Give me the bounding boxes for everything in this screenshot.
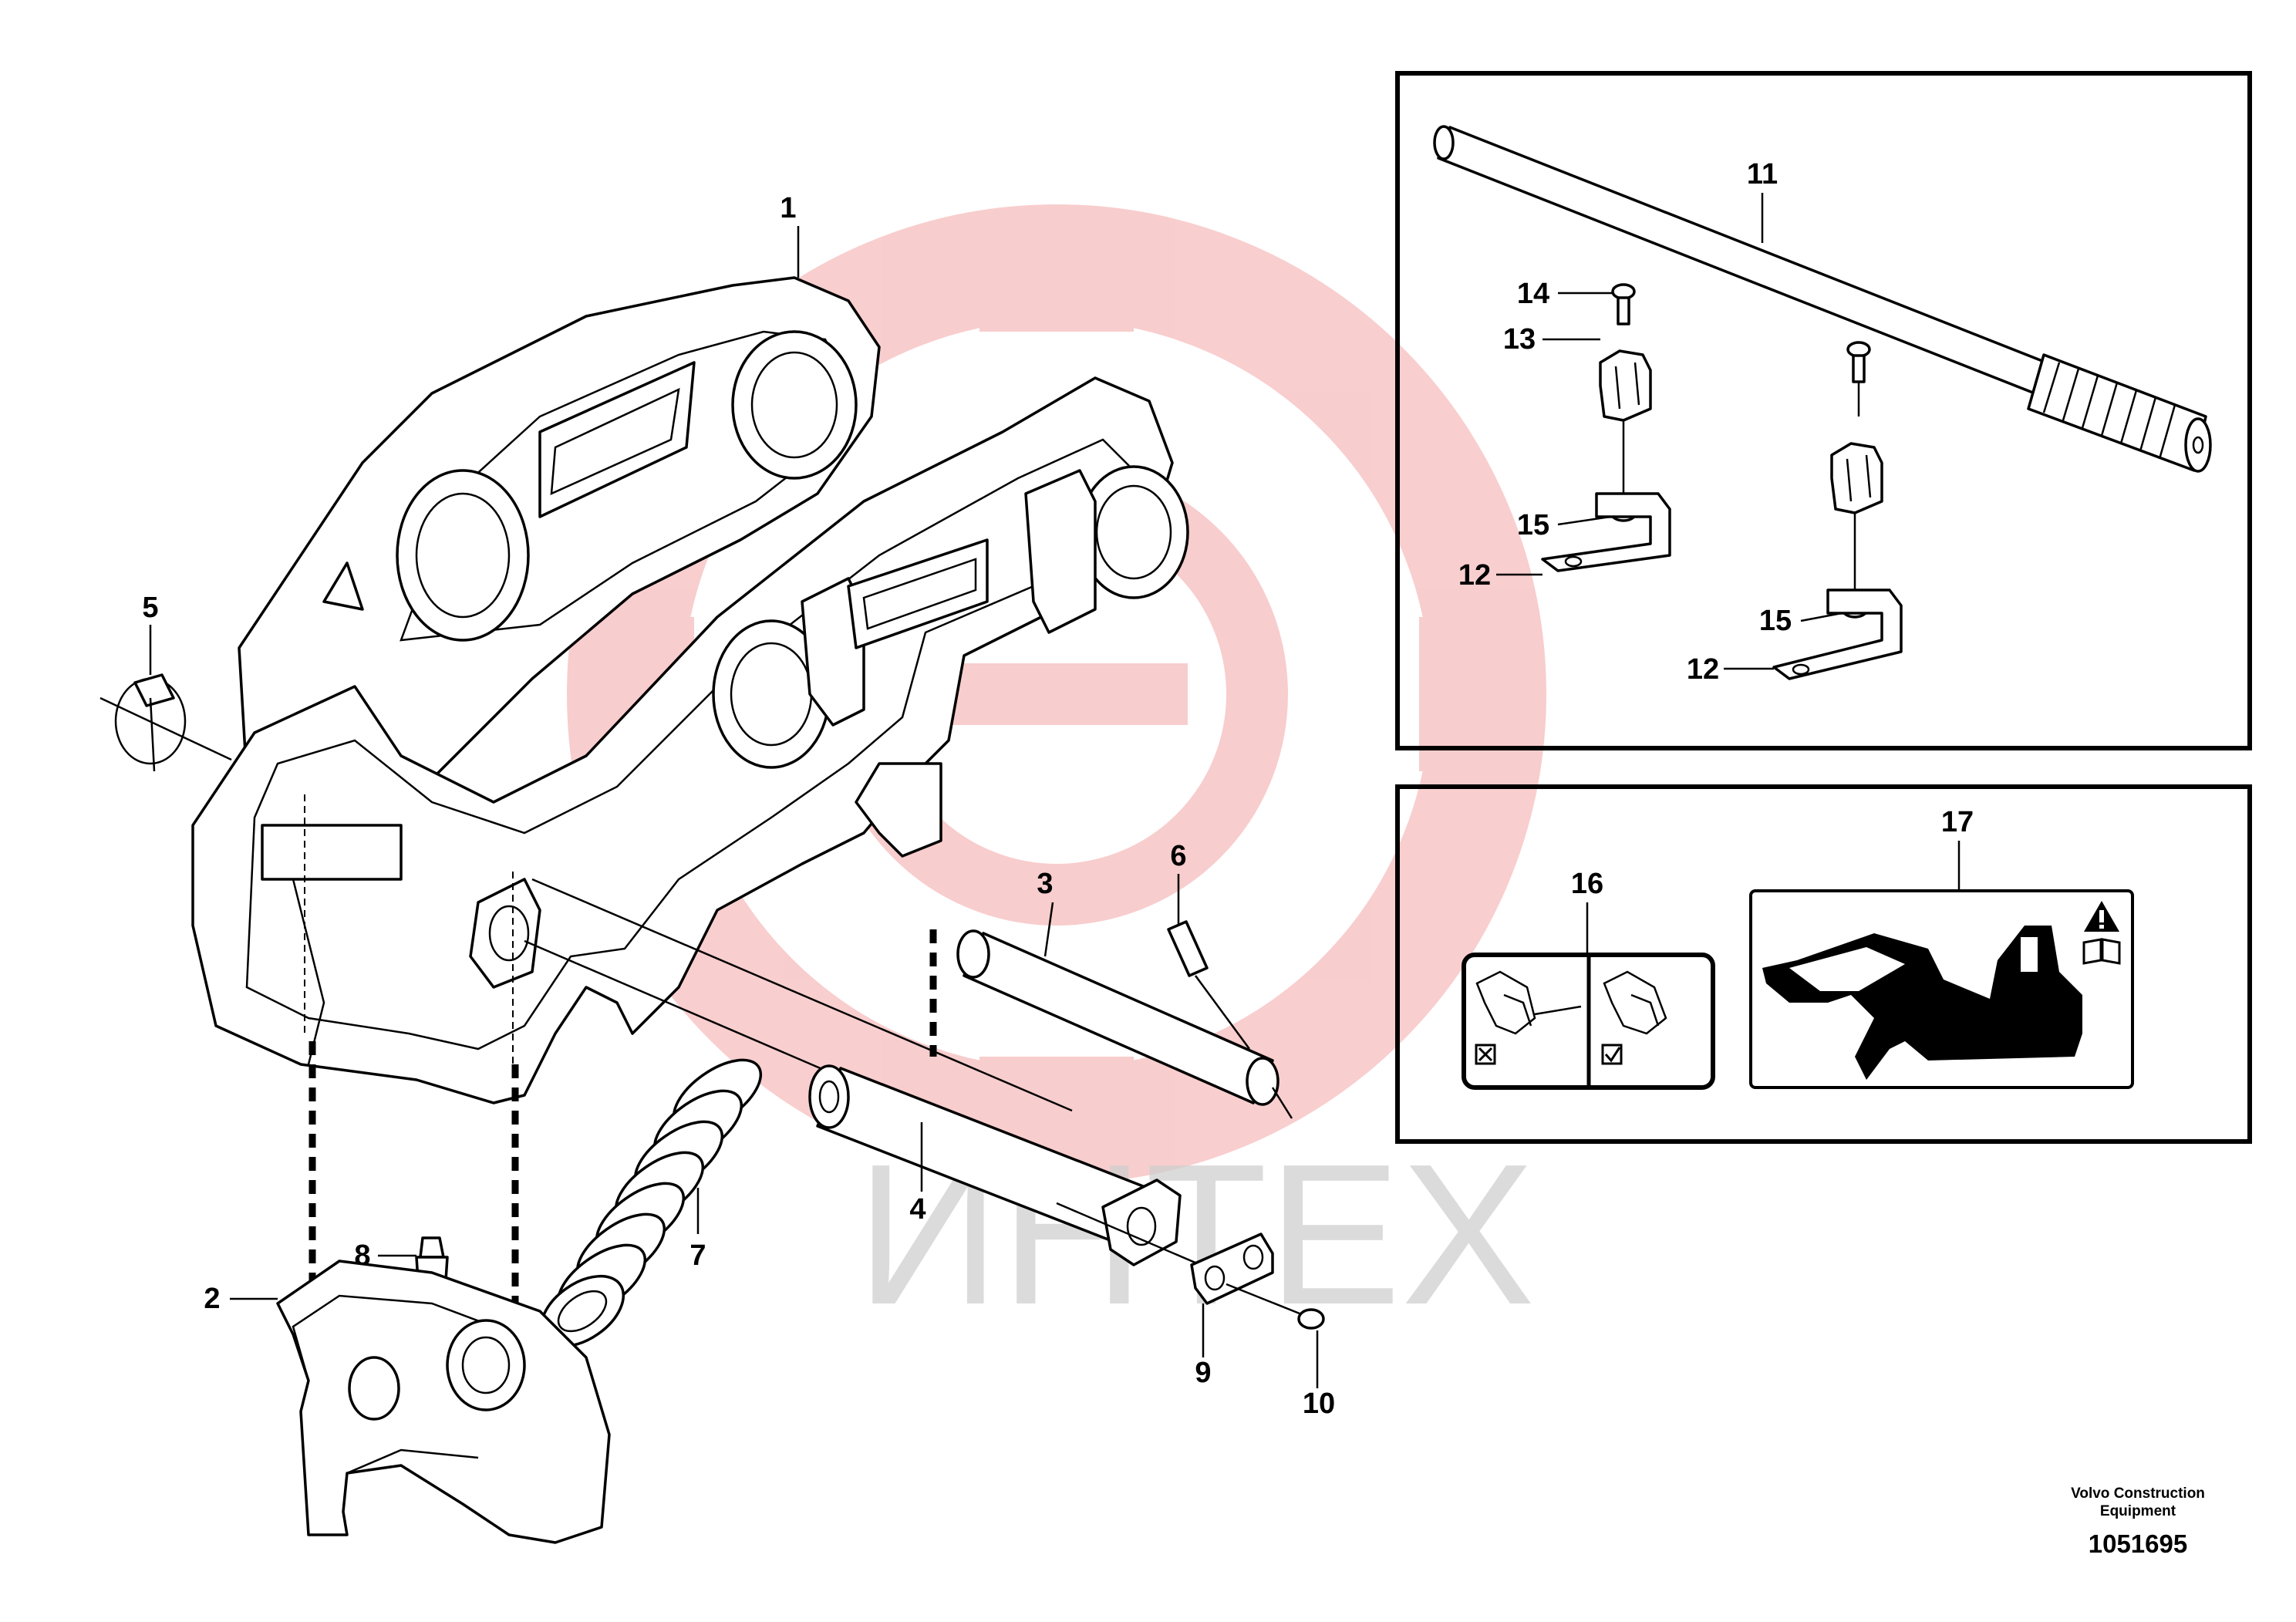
- callout-11: 11: [1747, 158, 1778, 191]
- callout-9: 9: [1195, 1357, 1211, 1389]
- axis-line-upper: [531, 878, 1073, 1112]
- pin-4: [808, 1064, 1219, 1274]
- spring-pin-6: [1167, 920, 1251, 1050]
- callout-7: 7: [689, 1239, 706, 1272]
- clip-13-b: [1830, 442, 1883, 590]
- manufacturer-line-1: Volvo Construction: [2071, 1485, 2205, 1502]
- bracket-12-b: [1772, 588, 1903, 680]
- spring-7: [539, 1058, 763, 1348]
- lynch-pin-5: [99, 673, 232, 772]
- leader-15a: [1557, 515, 1611, 526]
- warning-triangle-icon: [2084, 901, 2119, 932]
- axis-line-lower: [524, 939, 857, 1085]
- callout-15a: 15: [1517, 509, 1549, 541]
- coupler-unlocked-icon: [1475, 970, 1582, 1065]
- drawing-number: 1051695: [2088, 1529, 2188, 1558]
- callout-3: 3: [1037, 868, 1053, 900]
- callout-16: 16: [1571, 868, 1603, 900]
- clip-13-a: [1599, 349, 1652, 494]
- decal-16: [1462, 953, 1715, 1090]
- coupler-frame: [191, 276, 1189, 1104]
- manufacturer-line-2: Equipment: [2099, 1503, 2176, 1519]
- manufacturer-caption: Volvo Construction Equipment: [2049, 1485, 2227, 1520]
- screw-14-a: [1611, 283, 1636, 325]
- callout-1: 1: [780, 192, 796, 224]
- leader-3: [1043, 902, 1054, 957]
- pin-3: [956, 929, 1293, 1119]
- callout-12a: 12: [1458, 559, 1491, 592]
- callout-15b: 15: [1759, 605, 1792, 637]
- locking-hook-2: [276, 1259, 611, 1544]
- excavator-silhouette-icon: [1762, 926, 2082, 1080]
- coupler-locked-icon: [1601, 970, 1667, 1065]
- callout-2: 2: [204, 1283, 220, 1315]
- callout-14: 14: [1517, 278, 1549, 310]
- callout-17: 17: [1941, 806, 1974, 838]
- callout-10: 10: [1303, 1388, 1335, 1420]
- lever-11: [1433, 125, 2212, 473]
- bolt-10: [1226, 1283, 1325, 1330]
- callout-13: 13: [1503, 323, 1536, 356]
- bracket-12-a: [1541, 492, 1671, 572]
- callout-4: 4: [909, 1193, 925, 1226]
- lock-plate-9: [1190, 1233, 1274, 1305]
- inset-box-decals: [1395, 784, 2252, 1144]
- manual-book-icon: [2082, 938, 2121, 965]
- callout-5: 5: [142, 592, 158, 624]
- callout-12b: 12: [1687, 653, 1719, 686]
- callout-6: 6: [1170, 840, 1186, 872]
- decal-17: [1749, 889, 2134, 1089]
- inset-box-lever: [1395, 71, 2252, 750]
- leader-15b: [1800, 612, 1843, 622]
- screw-14-b: [1846, 341, 1871, 416]
